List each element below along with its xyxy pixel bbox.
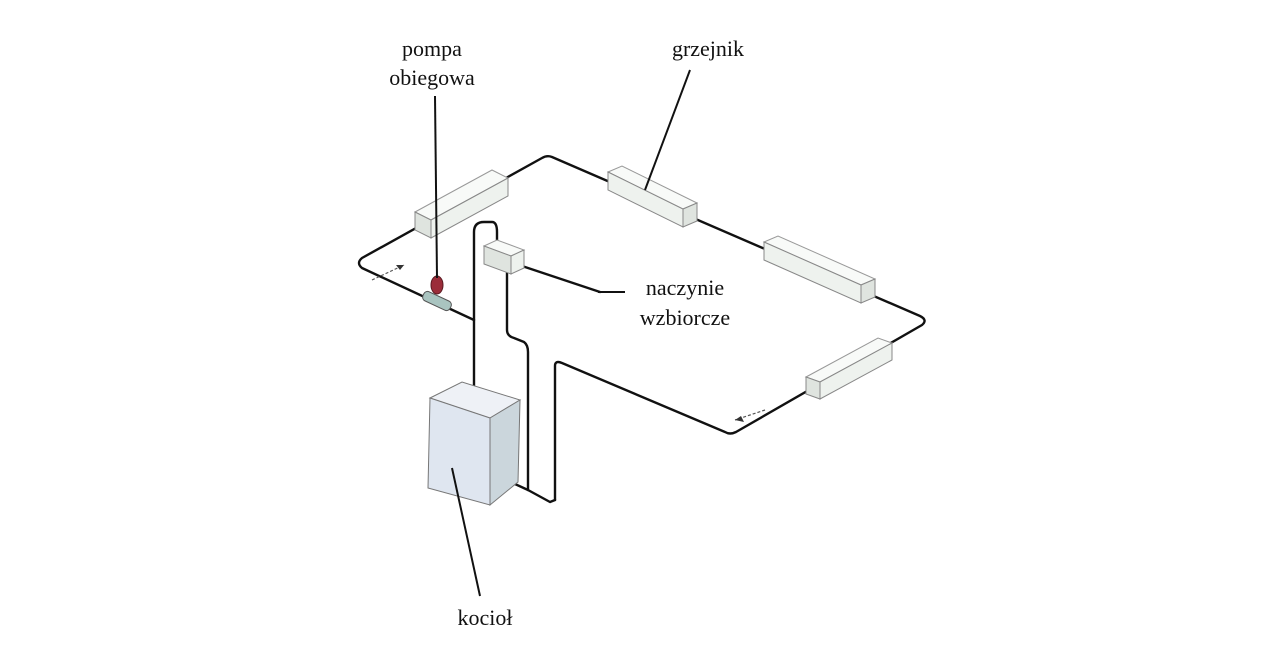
label-pump: pompa xyxy=(402,36,462,61)
leader-lines xyxy=(434,69,691,597)
radiator-4 xyxy=(804,337,894,400)
circulation-pump xyxy=(422,275,452,312)
label-expansion-vessel: naczynie xyxy=(646,275,724,300)
radiator-3 xyxy=(762,235,877,304)
pipe-network xyxy=(357,155,926,504)
boiler xyxy=(427,381,522,507)
label-pump: obiegowa xyxy=(389,65,475,90)
flow-arrow-icon xyxy=(735,416,744,422)
label-expansion-vessel: wzbiorcze xyxy=(640,305,730,330)
label-radiator: grzejnik xyxy=(672,36,744,61)
expansion-vessel xyxy=(482,239,526,275)
flow-arrows xyxy=(371,264,766,422)
label-boiler: kocioł xyxy=(458,605,513,630)
radiator-1 xyxy=(413,169,510,239)
flow-arrow-icon xyxy=(396,265,404,270)
radiator-2 xyxy=(606,165,699,228)
